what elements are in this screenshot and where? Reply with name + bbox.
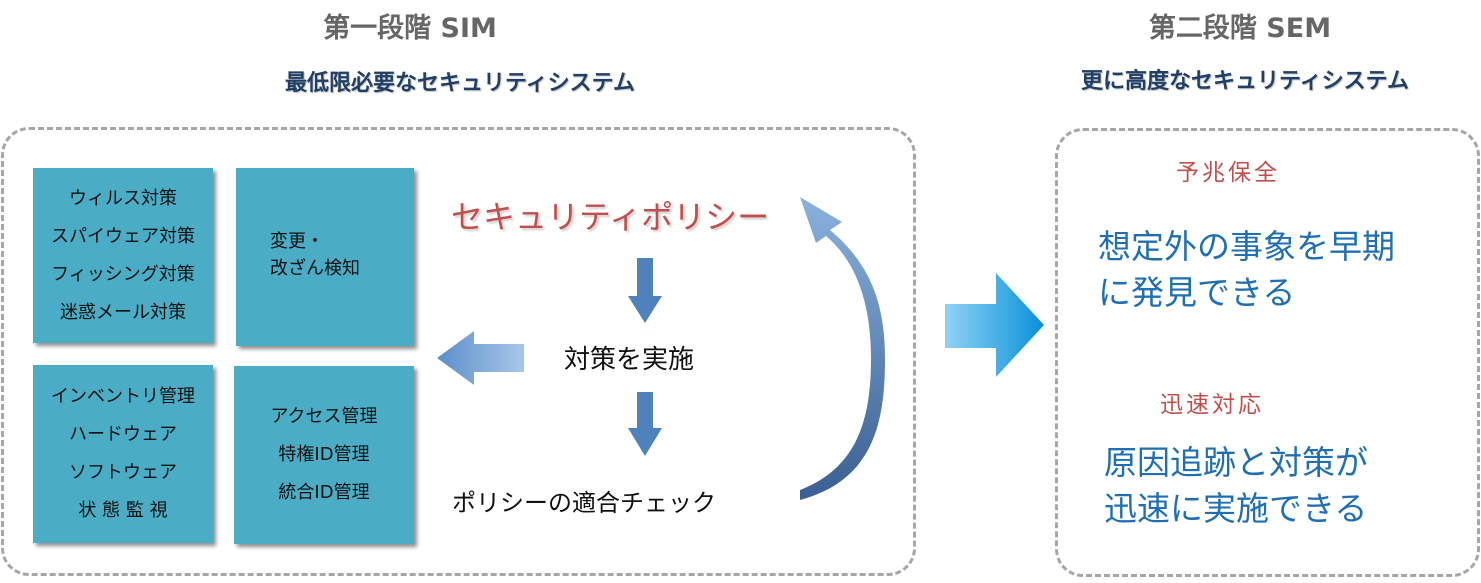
- description-line: 迅速に実施できる: [1104, 489, 1368, 528]
- curved-feedback-arrow-icon: [800, 197, 885, 500]
- tile-line: ソフトウェア: [69, 462, 177, 483]
- predictive-maintenance-description: 想定外の事象を早期 に発見できる: [1098, 224, 1395, 316]
- predictive-maintenance-heading: 予兆保全: [1176, 160, 1280, 186]
- security-policy-label: セキュリティポリシー: [451, 198, 770, 236]
- description-line: に発見できる: [1098, 273, 1296, 312]
- tile-line: 改ざん検知: [270, 258, 360, 279]
- sem-panel: [1055, 128, 1480, 577]
- stage2-subtitle: 更に高度なセキュリティシステム: [1080, 69, 1410, 94]
- tile-inventory-management: インベントリ管理 ハードウェア ソフトウェア 状 態 監 視: [33, 365, 213, 543]
- tile-line: 特権ID管理: [278, 444, 370, 465]
- tile-line: フィッシング対策: [51, 263, 195, 285]
- down-arrow-icon: [628, 392, 662, 456]
- stage1-title: 第一段階 SIM: [323, 13, 497, 44]
- tile-access-management: アクセス管理 特権ID管理 統合ID管理: [234, 366, 414, 544]
- down-arrow-icon: [628, 258, 662, 323]
- stage2-title: 第二段階 SEM: [1148, 13, 1332, 44]
- rapid-response-heading: 迅速対応: [1160, 392, 1264, 418]
- tile-line: アクセス管理: [270, 406, 378, 427]
- tile-line: ウィルス対策: [69, 187, 177, 209]
- tile-line: 状 態 監 視: [78, 500, 168, 521]
- tile-line: 迷惑メール対策: [60, 301, 186, 323]
- transition-arrow-icon: [945, 273, 1044, 377]
- left-arrow-icon: [437, 331, 524, 385]
- tile-change-detection: 変更・ 改ざん検知: [236, 168, 414, 346]
- tile-line: スパイウェア対策: [51, 225, 195, 247]
- rapid-response-description: 原因追跡と対策が 迅速に実施できる: [1104, 440, 1368, 532]
- tile-line: 統合ID管理: [278, 482, 370, 503]
- implement-countermeasures-label: 対策を実施: [564, 345, 695, 375]
- tile-line: ハードウェア: [69, 424, 177, 445]
- tile-line: 変更・: [270, 231, 324, 252]
- sim-panel: [1, 127, 916, 576]
- tile-malware-countermeasures: ウィルス対策 スパイウェア対策 フィッシング対策 迷惑メール対策: [33, 168, 213, 343]
- policy-compliance-check-label: ポリシーの適合チェック: [452, 489, 716, 517]
- tile-line: インベントリ管理: [51, 386, 195, 407]
- description-line: 原因追跡と対策が: [1104, 443, 1368, 482]
- stage1-subtitle: 最低限必要なセキュリティシステム: [284, 71, 636, 96]
- description-line: 想定外の事象を早期: [1098, 227, 1395, 266]
